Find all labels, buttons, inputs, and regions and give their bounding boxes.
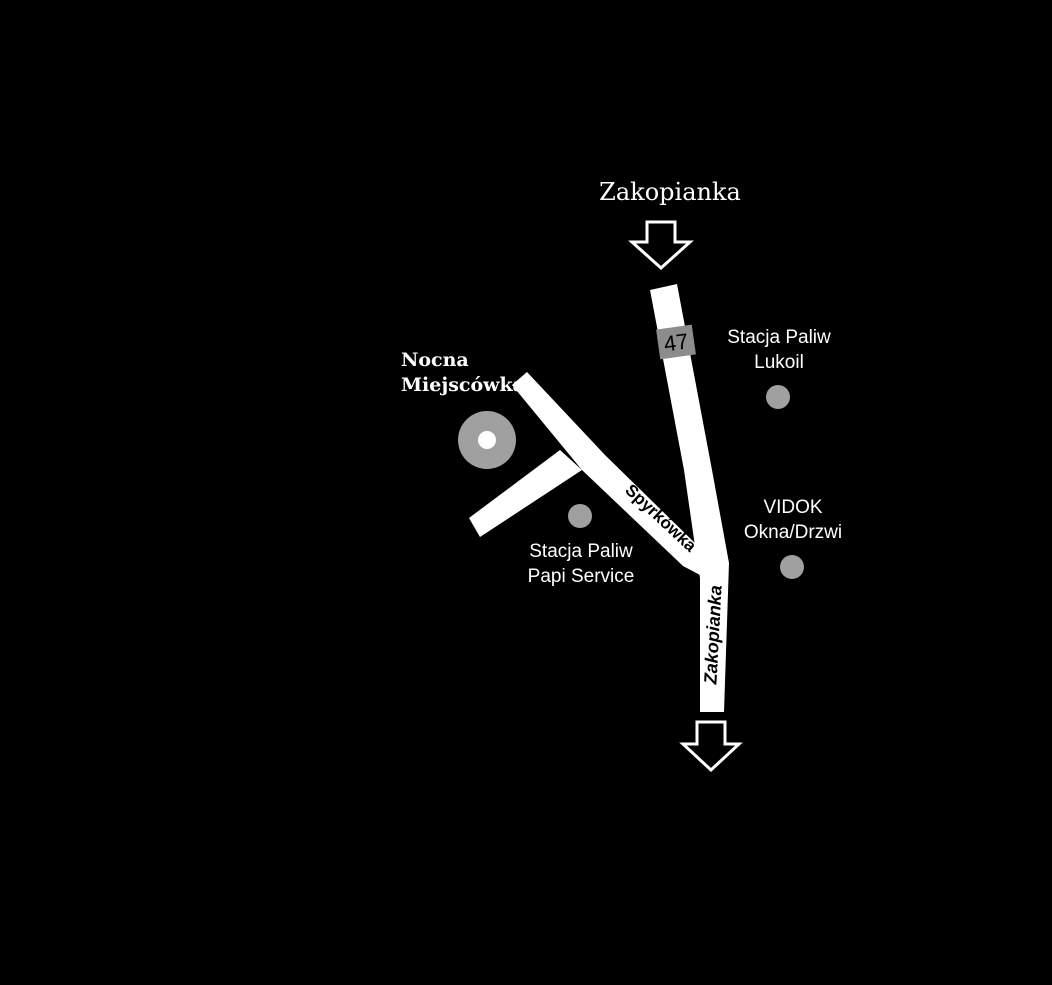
road-number-text: 47: [662, 328, 690, 356]
side-road-branch: [469, 450, 582, 537]
poi-papi-line1: Stacja Paliw: [529, 541, 633, 562]
arrow-down-icon-bottom: [679, 720, 743, 773]
destination-label-line2: Miejscówka: [401, 374, 525, 396]
road-number-badge: 47: [656, 324, 696, 360]
poi-lukoil-line2: Lukoil: [754, 352, 804, 373]
destination-marker-center: [478, 431, 496, 449]
arrow-down-icon-top: [628, 220, 694, 271]
poi-vidok-line1: VIDOK: [763, 497, 822, 518]
main-road-zakopianka: [650, 284, 729, 712]
top-direction-label: Zakopianka: [599, 178, 741, 206]
poi-vidok-line2: Okna/Drzwi: [744, 522, 842, 543]
poi-papi-line2: Papi Service: [528, 566, 635, 587]
poi-papi-icon: [568, 504, 592, 528]
destination-label-line1: Nocna: [401, 349, 469, 371]
road-spyrkowka: [512, 372, 712, 575]
poi-lukoil-line1: Stacja Paliw: [727, 327, 831, 348]
poi-vidok-icon: [780, 555, 804, 579]
poi-lukoil-icon: [766, 385, 790, 409]
